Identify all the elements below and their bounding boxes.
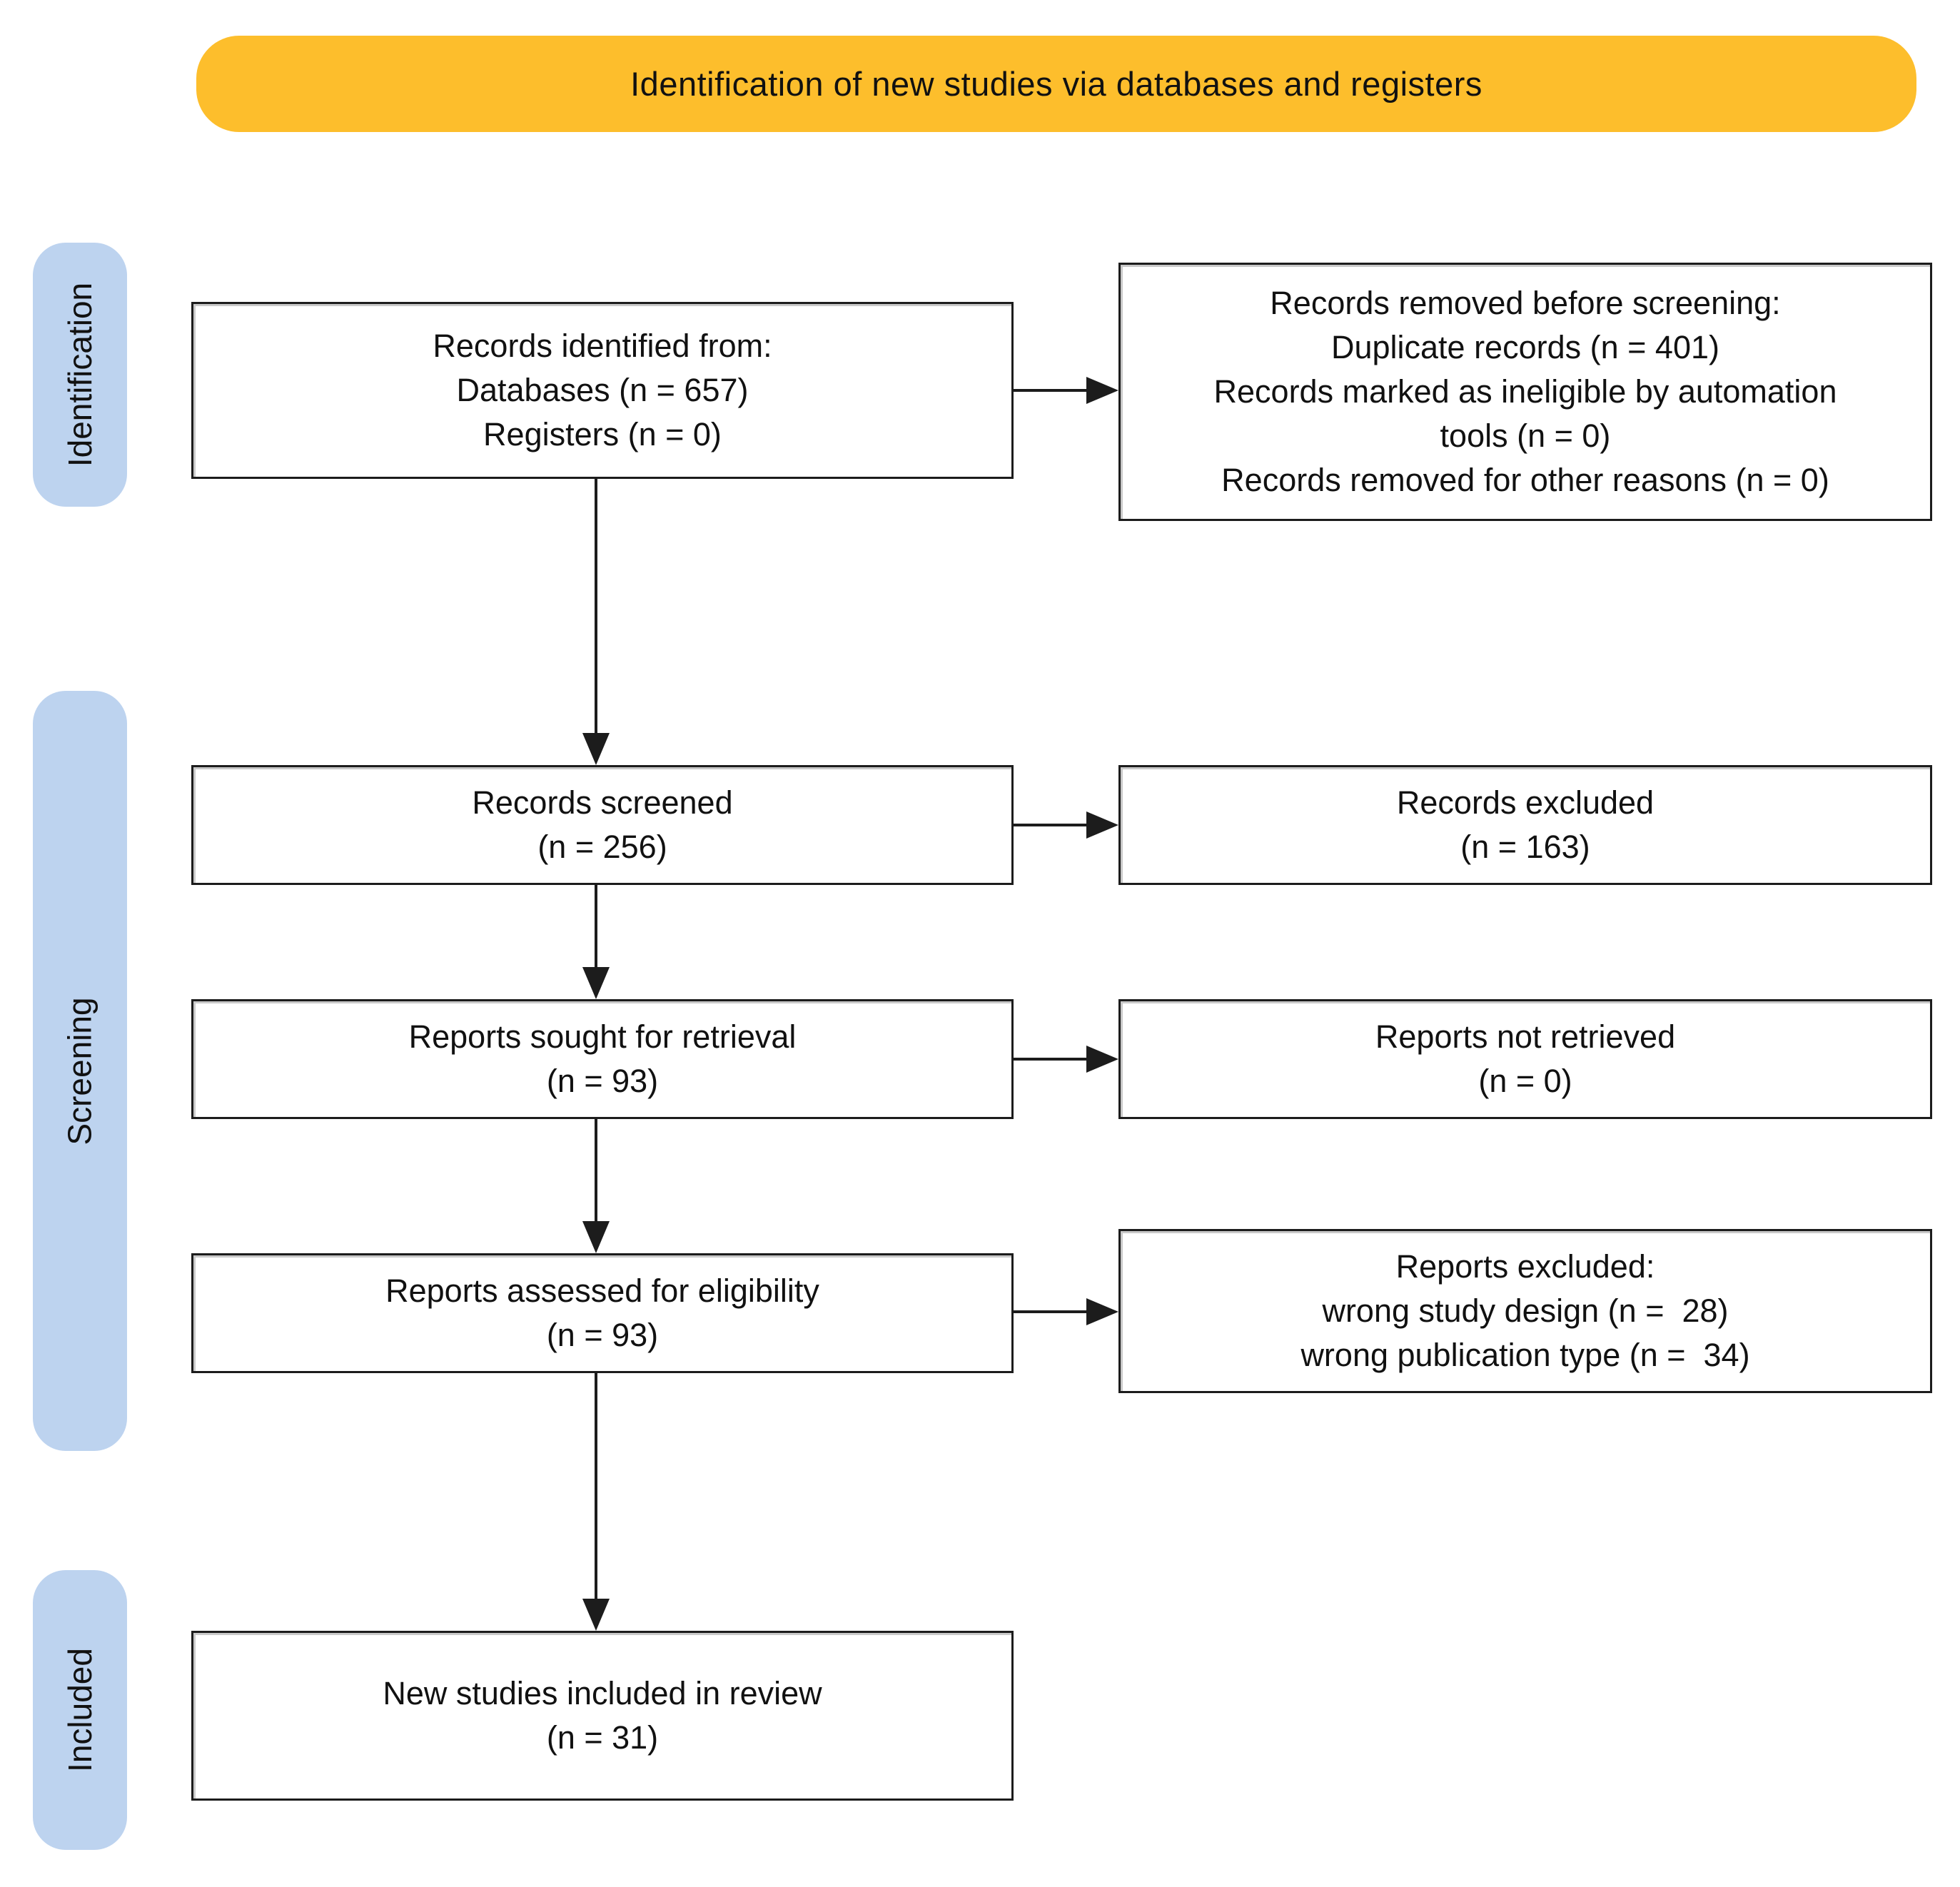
arrow-identified-to-screened-head-icon xyxy=(582,733,610,765)
arrow-assessed-to-included-line xyxy=(595,1373,597,1599)
stage-label-identification-text: Identification xyxy=(61,282,98,467)
box-reports-assessed: Reports assessed for eligibility (n = 93… xyxy=(191,1253,1014,1373)
arrow-screened-to-sought-head-icon xyxy=(582,967,610,999)
arrow-sought-to-assessed-head-icon xyxy=(582,1221,610,1253)
arrow-sought-to-not-retrieved-line xyxy=(1014,1058,1086,1061)
box-reports-assessed-text: Reports assessed for eligibility (n = 93… xyxy=(385,1273,819,1353)
box-reports-not-retrieved: Reports not retrieved (n = 0) xyxy=(1118,999,1932,1119)
box-records-excluded-text: Records excluded (n = 163) xyxy=(1396,784,1655,865)
stage-label-included: Included xyxy=(33,1570,127,1850)
box-reports-excluded-text: Reports excluded: wrong study design (n … xyxy=(1300,1248,1750,1373)
box-reports-sought-text: Reports sought for retrieval (n = 93) xyxy=(408,1018,797,1099)
title-banner: Identification of new studies via databa… xyxy=(196,36,1916,132)
arrow-screened-to-excluded-head-icon xyxy=(1086,811,1118,839)
arrow-screened-to-excluded-line xyxy=(1014,824,1086,826)
arrow-identified-to-removed-head-icon xyxy=(1086,377,1118,404)
box-records-removed-before-screening-text: Records removed before screening: Duplic… xyxy=(1213,285,1837,498)
arrow-assessed-to-reports-excluded-head-icon xyxy=(1086,1298,1118,1325)
box-reports-sought: Reports sought for retrieval (n = 93) xyxy=(191,999,1014,1119)
box-records-screened: Records screened (n = 256) xyxy=(191,765,1014,885)
diagram-title: Identification of new studies via databa… xyxy=(630,65,1482,103)
stage-label-screening: Screening xyxy=(33,691,127,1451)
arrow-identified-to-screened-line xyxy=(595,479,597,733)
stage-label-included-text: Included xyxy=(61,1648,99,1772)
stage-label-identification: Identification xyxy=(33,243,127,507)
box-new-studies-included-text: New studies included in review (n = 31) xyxy=(383,1675,822,1756)
box-new-studies-included: New studies included in review (n = 31) xyxy=(191,1631,1014,1801)
arrow-sought-to-not-retrieved-head-icon xyxy=(1086,1046,1118,1073)
arrow-assessed-to-included-head-icon xyxy=(582,1599,610,1631)
box-records-excluded: Records excluded (n = 163) xyxy=(1118,765,1932,885)
arrow-sought-to-assessed-line xyxy=(595,1119,597,1221)
box-reports-excluded: Reports excluded: wrong study design (n … xyxy=(1118,1229,1932,1393)
arrow-assessed-to-reports-excluded-line xyxy=(1014,1310,1086,1313)
box-reports-not-retrieved-text: Reports not retrieved (n = 0) xyxy=(1375,1018,1676,1099)
stage-label-screening-text: Screening xyxy=(61,996,99,1145)
box-records-identified-text: Records identified from: Databases (n = … xyxy=(433,328,772,452)
arrow-identified-to-removed-line xyxy=(1014,389,1086,392)
arrow-screened-to-sought-line xyxy=(595,885,597,967)
box-records-removed-before-screening: Records removed before screening: Duplic… xyxy=(1118,263,1932,521)
box-records-screened-text: Records screened (n = 256) xyxy=(472,784,733,865)
box-records-identified: Records identified from: Databases (n = … xyxy=(191,302,1014,479)
